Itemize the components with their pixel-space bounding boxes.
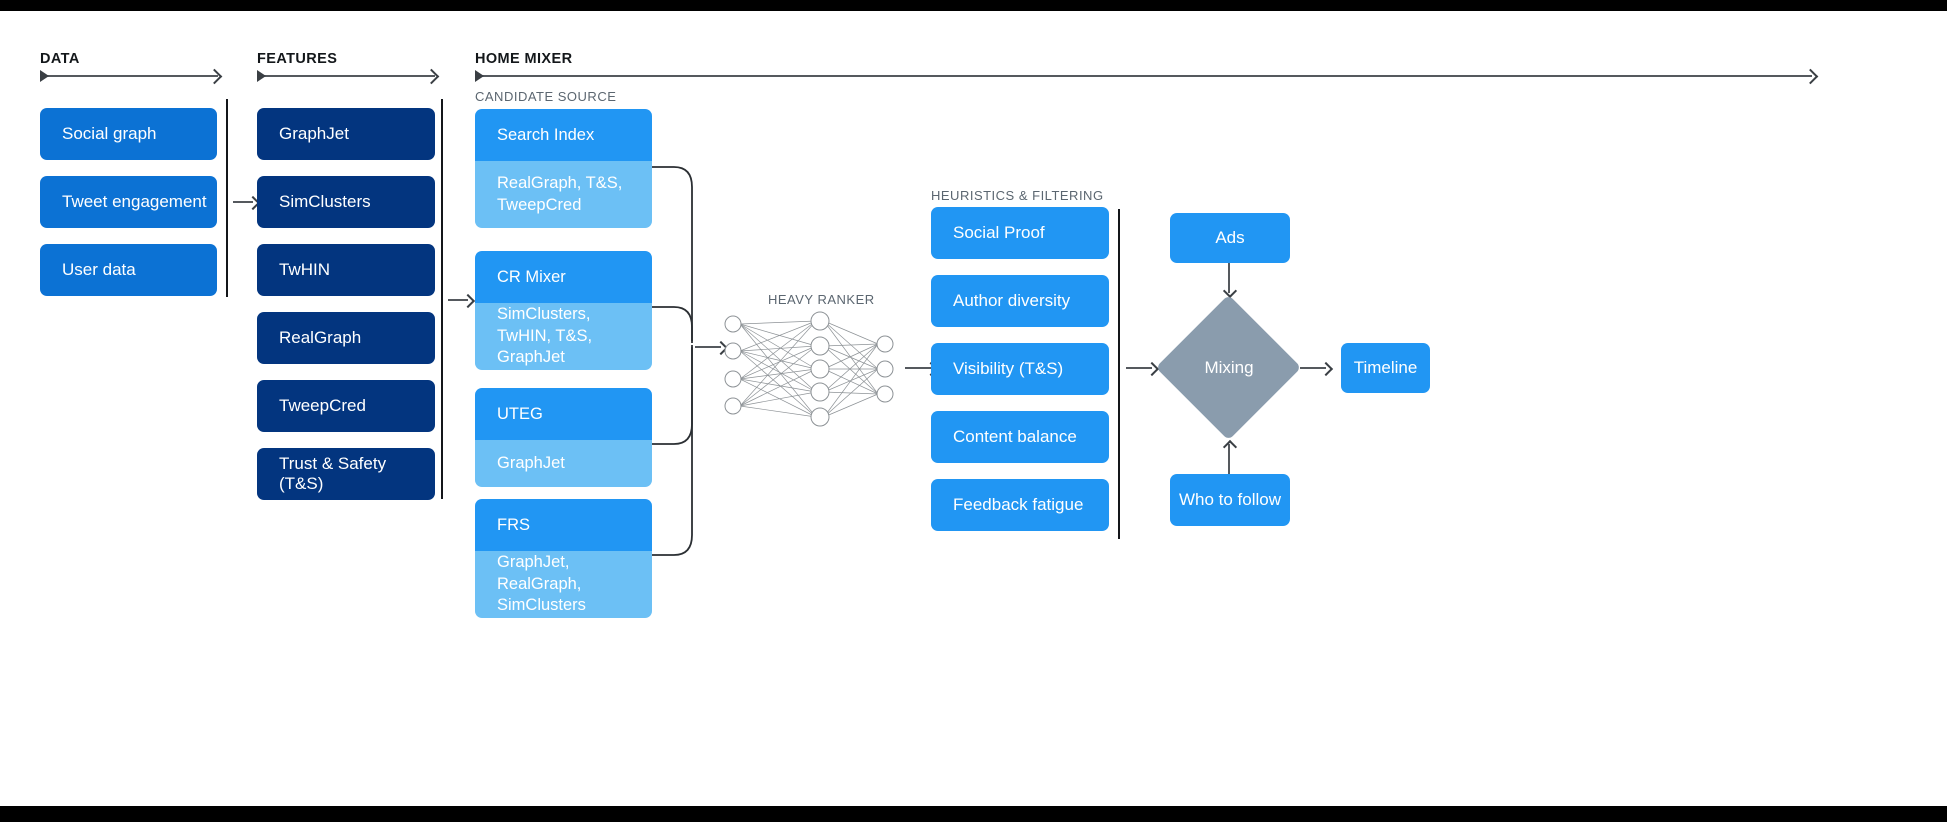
letterbox-top [0, 0, 1947, 11]
data-box-social-graph[interactable]: Social graph [40, 108, 217, 160]
output-box-label: Timeline [1353, 358, 1418, 377]
output-box-who-to-follow[interactable]: Who to follow [1170, 474, 1290, 526]
candidate-source-cr-mixer[interactable]: CR Mixer SimClusters, TwHIN, T&S, GraphJ… [475, 251, 652, 370]
label-heavy-ranker: HEAVY RANKER [768, 292, 875, 307]
candidate-source-frs[interactable]: FRS GraphJet, RealGraph, SimClusters [475, 499, 652, 618]
feature-box-label: Trust & Safety (T&S) [279, 454, 387, 493]
features-axis-line [257, 75, 435, 77]
arrow-data-to-features [233, 195, 261, 211]
output-box-ads[interactable]: Ads [1170, 213, 1290, 263]
feature-box-simclusters[interactable]: SimClusters [257, 176, 435, 228]
divider-heuristics-output [1118, 209, 1120, 539]
arrow-heuristics-to-mixing [1126, 361, 1160, 377]
data-axis-arrowhead [206, 68, 223, 85]
features-axis-start-marker [257, 70, 266, 82]
home-mixer-axis-start-marker [475, 70, 484, 82]
heuristic-box-author-diversity[interactable]: Author diversity [931, 275, 1109, 327]
output-box-label: Ads [1215, 228, 1245, 247]
data-box-tweet-engagement[interactable]: Tweet engagement [40, 176, 217, 228]
candidate-source-name: UTEG [475, 388, 652, 440]
feature-box-twhin[interactable]: TwHIN [257, 244, 435, 296]
section-title-features: FEATURES [257, 51, 338, 67]
heuristic-box-social-proof[interactable]: Social Proof [931, 207, 1109, 259]
feature-box-tweepcred[interactable]: TweepCred [257, 380, 435, 432]
candidate-source-detail: SimClusters, TwHIN, T&S, GraphJet [475, 303, 652, 370]
home-mixer-axis-arrowhead [1802, 68, 1819, 85]
label-heuristics-filtering: HEURISTICS & FILTERING [931, 188, 1104, 203]
data-box-label: Social graph [62, 124, 157, 143]
heuristic-box-label: Social Proof [953, 223, 1045, 242]
data-box-label: Tweet engagement [62, 192, 207, 211]
feature-box-label: TwHIN [279, 260, 330, 279]
section-title-data: DATA [40, 51, 80, 67]
heuristic-box-label: Content balance [953, 427, 1077, 446]
feature-box-label: GraphJet [279, 124, 349, 143]
home-mixer-axis-line [475, 75, 1812, 77]
divider-features-mixer [441, 99, 443, 499]
divider-data-features [226, 99, 228, 297]
arrow-candidates-to-ranker [695, 340, 729, 356]
diagram-canvas: DATA FEATURES HOME MIXER Social graph Tw… [0, 11, 1947, 806]
feature-box-label: SimClusters [279, 192, 371, 211]
candidate-source-connectors [652, 166, 693, 556]
heuristic-box-label: Author diversity [953, 291, 1071, 310]
data-box-label: User data [62, 260, 136, 279]
arrow-who-to-follow-to-mixing [1222, 439, 1238, 477]
feature-box-label: RealGraph [279, 328, 362, 347]
feature-box-trust-safety[interactable]: Trust & Safety (T&S) [257, 448, 435, 500]
arrow-ranker-to-heuristics [905, 361, 939, 377]
arrow-features-to-mixer [448, 293, 476, 309]
heuristic-box-label: Feedback fatigue [953, 495, 1084, 514]
feature-box-graphjet[interactable]: GraphJet [257, 108, 435, 160]
candidate-source-uteg[interactable]: UTEG GraphJet [475, 388, 652, 487]
candidate-source-detail: GraphJet [475, 440, 652, 487]
data-box-user-data[interactable]: User data [40, 244, 217, 296]
label-candidate-source: CANDIDATE SOURCE [475, 89, 617, 104]
candidate-source-name: CR Mixer [475, 251, 652, 303]
arrow-ads-to-mixing [1222, 263, 1238, 299]
candidate-source-search-index[interactable]: Search Index RealGraph, T&S, TweepCred [475, 109, 652, 228]
output-box-timeline[interactable]: Timeline [1341, 343, 1430, 393]
feature-box-realgraph[interactable]: RealGraph [257, 312, 435, 364]
features-axis-arrowhead [423, 68, 440, 85]
feature-box-label: TweepCred [279, 396, 366, 415]
candidate-source-name: Search Index [475, 109, 652, 161]
heuristic-box-label: Visibility (T&S) [953, 359, 1064, 378]
letterbox-bottom [0, 806, 1947, 822]
arrow-mixing-to-timeline [1300, 361, 1334, 377]
heuristic-box-visibility[interactable]: Visibility (T&S) [931, 343, 1109, 395]
section-title-home-mixer: HOME MIXER [475, 51, 573, 67]
output-box-label: Who to follow [1178, 490, 1282, 509]
mixing-label: Mixing [1204, 358, 1254, 377]
candidate-source-name: FRS [475, 499, 652, 551]
heuristic-box-content-balance[interactable]: Content balance [931, 411, 1109, 463]
candidate-source-detail: GraphJet, RealGraph, SimClusters [475, 551, 652, 618]
candidate-source-detail: RealGraph, T&S, TweepCred [475, 161, 652, 228]
data-axis-start-marker [40, 70, 49, 82]
heavy-ranker-network [724, 311, 894, 427]
data-axis-line [40, 75, 218, 77]
heuristic-box-feedback-fatigue[interactable]: Feedback fatigue [931, 479, 1109, 531]
